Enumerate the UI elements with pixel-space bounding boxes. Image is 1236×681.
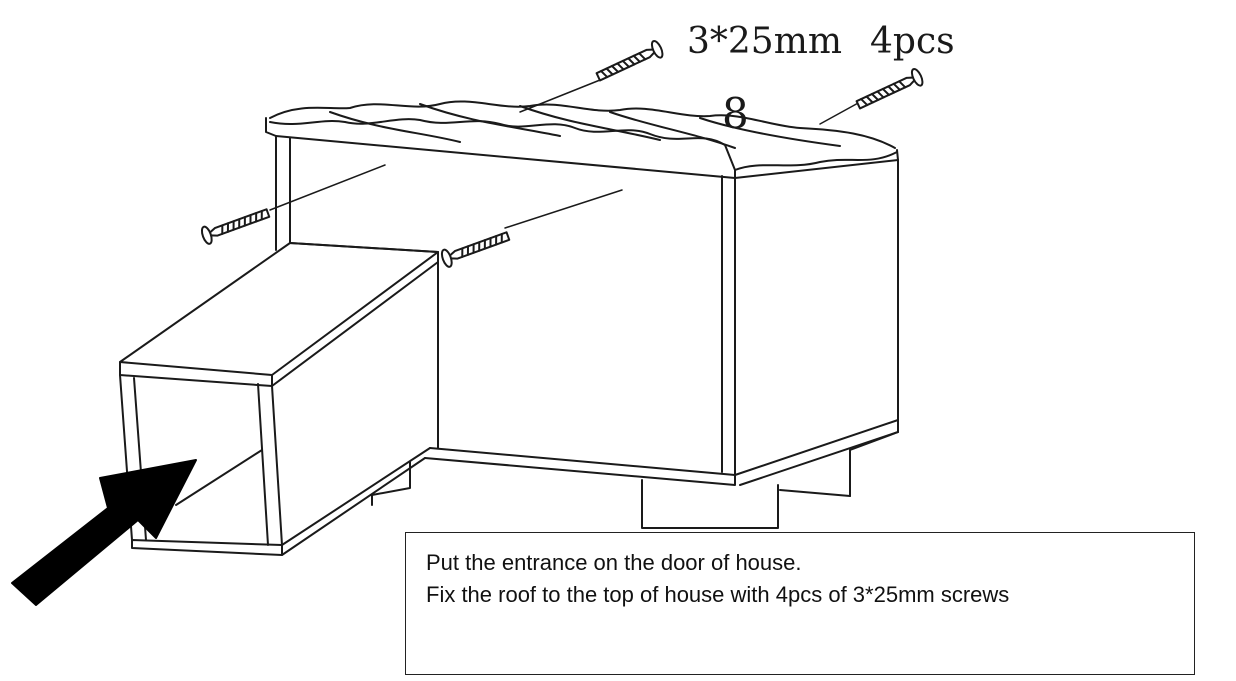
instruction-line-1: Put the entrance on the door of house. — [426, 550, 802, 575]
entrance-tunnel — [119, 242, 439, 556]
screw-top-right — [819, 67, 924, 125]
screw-size-label: 3*25mm — [687, 21, 842, 62]
screw-top-left — [519, 39, 664, 113]
screw-left — [200, 164, 386, 245]
step-number: 8 — [722, 89, 749, 138]
arrow-icon — [11, 459, 197, 606]
screw-middle — [440, 189, 623, 268]
roof-panel — [265, 100, 899, 179]
instruction-line-2: Fix the roof to the top of house with 4p… — [426, 582, 1010, 607]
house-body — [275, 135, 899, 529]
screw-quantity-label: 4pcs — [870, 21, 955, 62]
instruction-box: Put the entrance on the door of house. F… — [405, 532, 1195, 675]
